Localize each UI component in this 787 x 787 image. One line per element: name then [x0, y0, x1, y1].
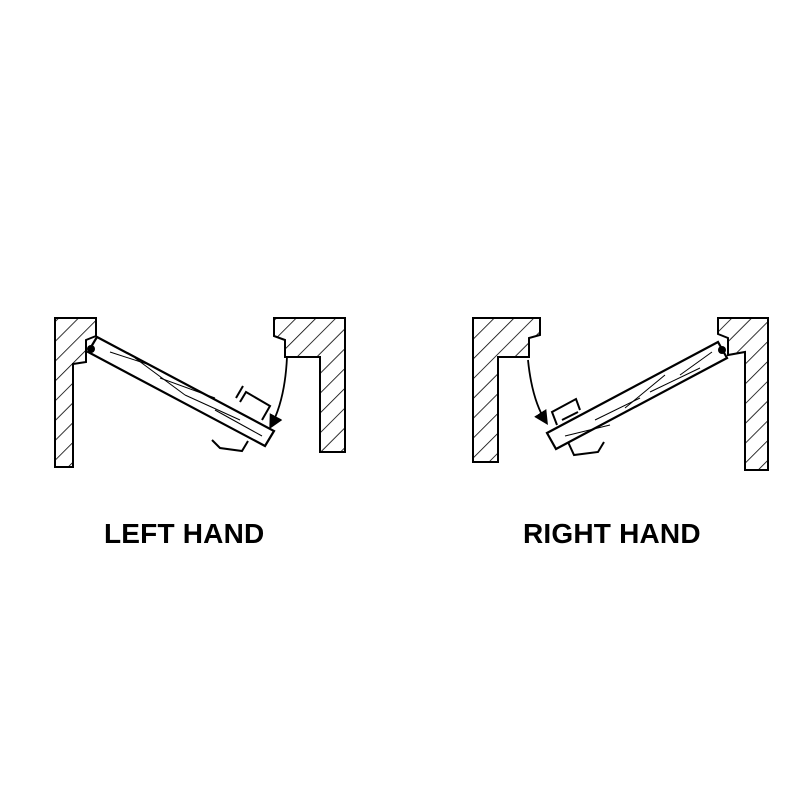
- right-swing-arrow: [527, 359, 548, 426]
- left-hand-door-diagram: [54, 317, 346, 468]
- left-hand-caption: LEFT HAND: [104, 518, 265, 549]
- left-hinge-jamb-wall: [54, 317, 97, 468]
- right-strike-jamb-wall: [472, 317, 541, 463]
- right-hinge-jamb-wall: [717, 317, 769, 471]
- left-swing-arrow: [269, 356, 288, 430]
- left-strike-jamb-wall: [273, 317, 346, 453]
- left-door-leaf: [86, 335, 276, 448]
- right-lever-handles: [550, 397, 605, 457]
- left-lever-handles: [211, 385, 272, 453]
- right-door-leaf: [545, 340, 729, 451]
- right-hand-caption: RIGHT HAND: [523, 518, 701, 549]
- right-hand-door-diagram: [472, 317, 769, 471]
